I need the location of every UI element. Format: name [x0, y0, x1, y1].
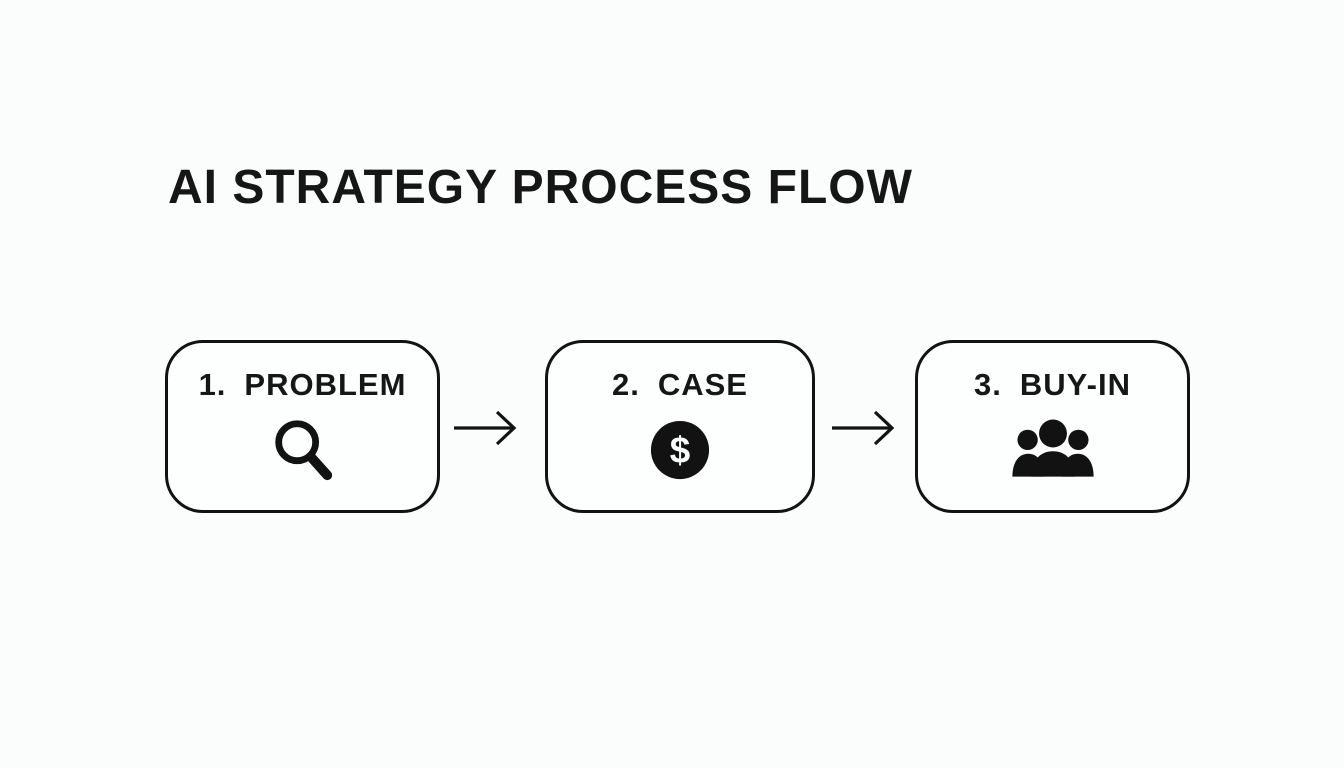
step-number: 3.	[974, 367, 1002, 402]
step-problem-header: 1. PROBLEM	[199, 369, 407, 400]
step-problem: 1. PROBLEM	[165, 340, 440, 513]
people-group-icon	[1011, 400, 1095, 510]
dollar-circle-icon: $	[649, 400, 711, 510]
step-number: 2.	[612, 367, 640, 402]
step-label: CASE	[657, 367, 748, 402]
step-case: 2. CASE $	[545, 340, 815, 513]
arrow-right-icon	[454, 410, 517, 446]
svg-text:$: $	[670, 430, 690, 471]
step-number: 1.	[198, 367, 227, 402]
step-buy-in: 3. BUY-IN	[915, 340, 1190, 513]
step-buy-in-header: 3. BUY-IN	[974, 369, 1131, 400]
arrow-right-icon	[832, 410, 895, 446]
page-title: AI STRATEGY PROCESS FLOW	[168, 161, 913, 214]
step-label: PROBLEM	[244, 367, 407, 402]
step-case-header: 2. CASE	[612, 369, 748, 400]
step-label: BUY-IN	[1019, 367, 1131, 402]
magnifier-icon	[268, 400, 338, 510]
